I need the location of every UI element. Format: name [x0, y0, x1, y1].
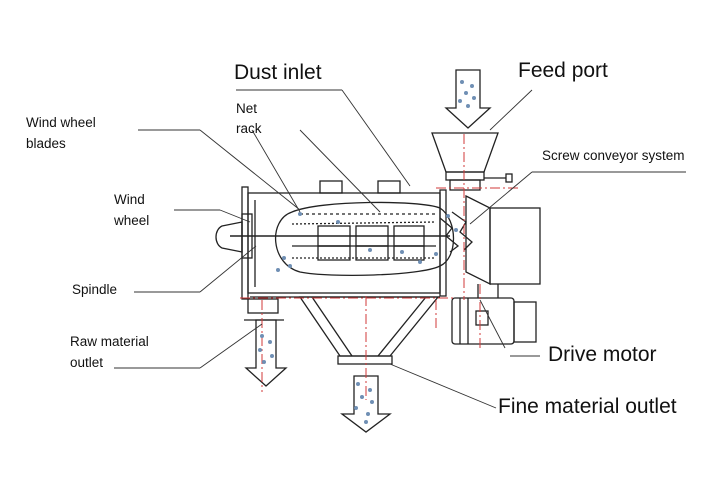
label-wind-wheel-blades-line2: blades [26, 136, 66, 151]
label-wind-wheel-blades-line1: Wind wheel [26, 115, 96, 130]
dust-inlet-port-right [377, 180, 401, 194]
wind-wheel-blades [317, 225, 425, 261]
feed-hopper [431, 132, 513, 191]
label-screw-conveyor-system: Screw conveyor system [542, 148, 685, 163]
drive-motor-body [451, 284, 537, 345]
fine-material-funnel [298, 296, 440, 433]
label-dust-inlet: Dust inlet [234, 61, 322, 84]
raw-material-chute [244, 298, 288, 387]
leader-lines [114, 89, 686, 409]
gearbox-housing [465, 194, 541, 286]
material-particles [258, 80, 476, 424]
feed-arrow [444, 69, 492, 129]
label-fine-material-outlet: Fine material outlet [498, 395, 677, 418]
screw-conveyor [439, 211, 473, 253]
net-rack [274, 201, 454, 276]
label-feed-port: Feed port [518, 59, 608, 82]
label-wind-wheel-line1: Wind [114, 192, 145, 207]
label-raw-material-outlet-line2: outlet [70, 355, 104, 370]
dust-inlet-port-left [319, 180, 343, 194]
label-wind-wheel-line2: wheel [114, 213, 150, 228]
label-spindle: Spindle [72, 282, 118, 297]
label-net-rack-line1: Net [236, 101, 258, 116]
label-net-rack-line2: rack [236, 121, 262, 136]
spindle-bearing [215, 221, 243, 253]
label-raw-material-outlet-line1: Raw material [70, 334, 149, 349]
center-lines [240, 134, 520, 400]
label-drive-motor: Drive motor [548, 343, 657, 366]
